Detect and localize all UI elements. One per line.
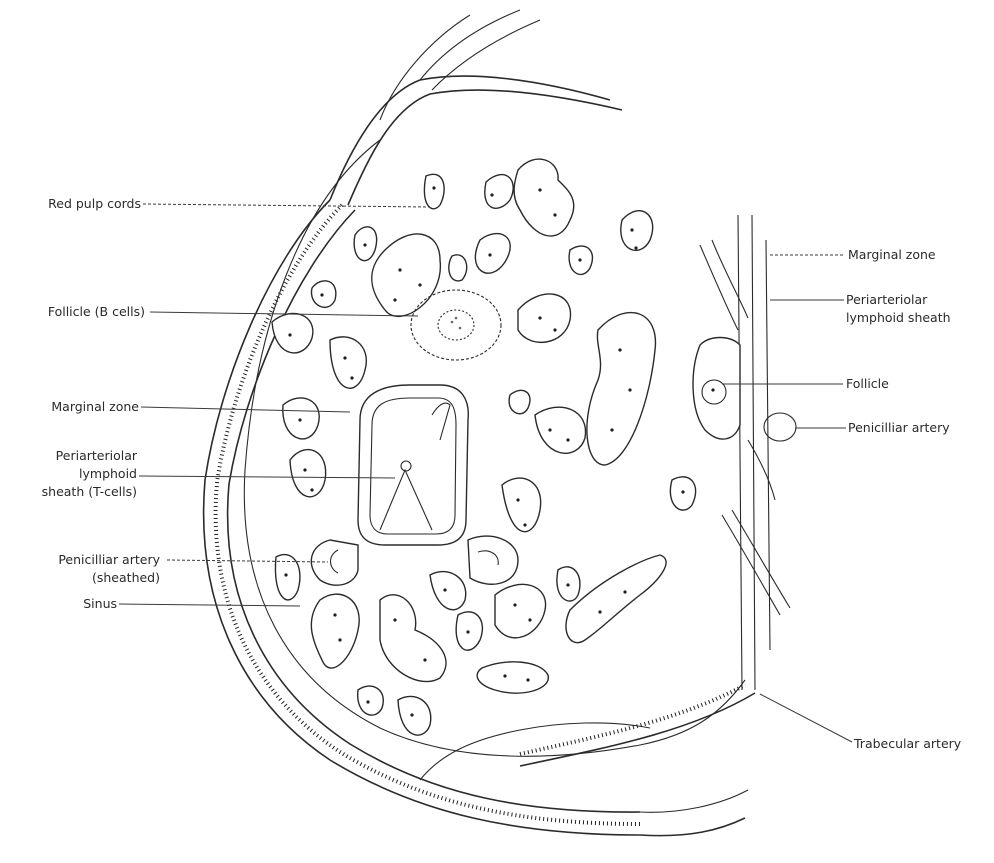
periarteriolar-sheath (311, 385, 518, 585)
label-penicilliar-right: Penicilliar artery (848, 420, 950, 435)
trabecular-artery (693, 215, 796, 690)
follicle-b-cells (411, 290, 501, 360)
right-penicilliar-bulb (764, 413, 796, 441)
label-pals-line2: lymphoid (79, 466, 137, 481)
red-pulp-cords (272, 159, 696, 735)
labels-right: Marginal zone Periarteriolar lymphoid sh… (846, 247, 962, 751)
label-marginal-zone-left: Marginal zone (51, 399, 139, 414)
label-follicle-b-cells: Follicle (B cells) (48, 304, 145, 319)
label-trabecular-artery: Trabecular artery (853, 736, 962, 751)
right-follicle (693, 338, 740, 440)
label-pals-line1: Periarteriolar (56, 448, 138, 463)
label-pals-right-line1: Periarteriolar (846, 292, 928, 307)
label-pals-line3: sheath (T-cells) (42, 484, 137, 499)
labels-left: Red pulp cords Follicle (B cells) Margin… (42, 196, 161, 611)
label-red-pulp-cords: Red pulp cords (48, 196, 141, 211)
label-penicilliar-left-line2: (sheathed) (92, 570, 160, 585)
label-penicilliar-left-line1: Penicilliar artery (58, 552, 160, 567)
label-marginal-zone-right: Marginal zone (848, 247, 936, 262)
label-pals-right-line2: lymphoid sheath (846, 310, 951, 325)
label-follicle-right: Follicle (846, 376, 889, 391)
label-sinus: Sinus (83, 596, 117, 611)
